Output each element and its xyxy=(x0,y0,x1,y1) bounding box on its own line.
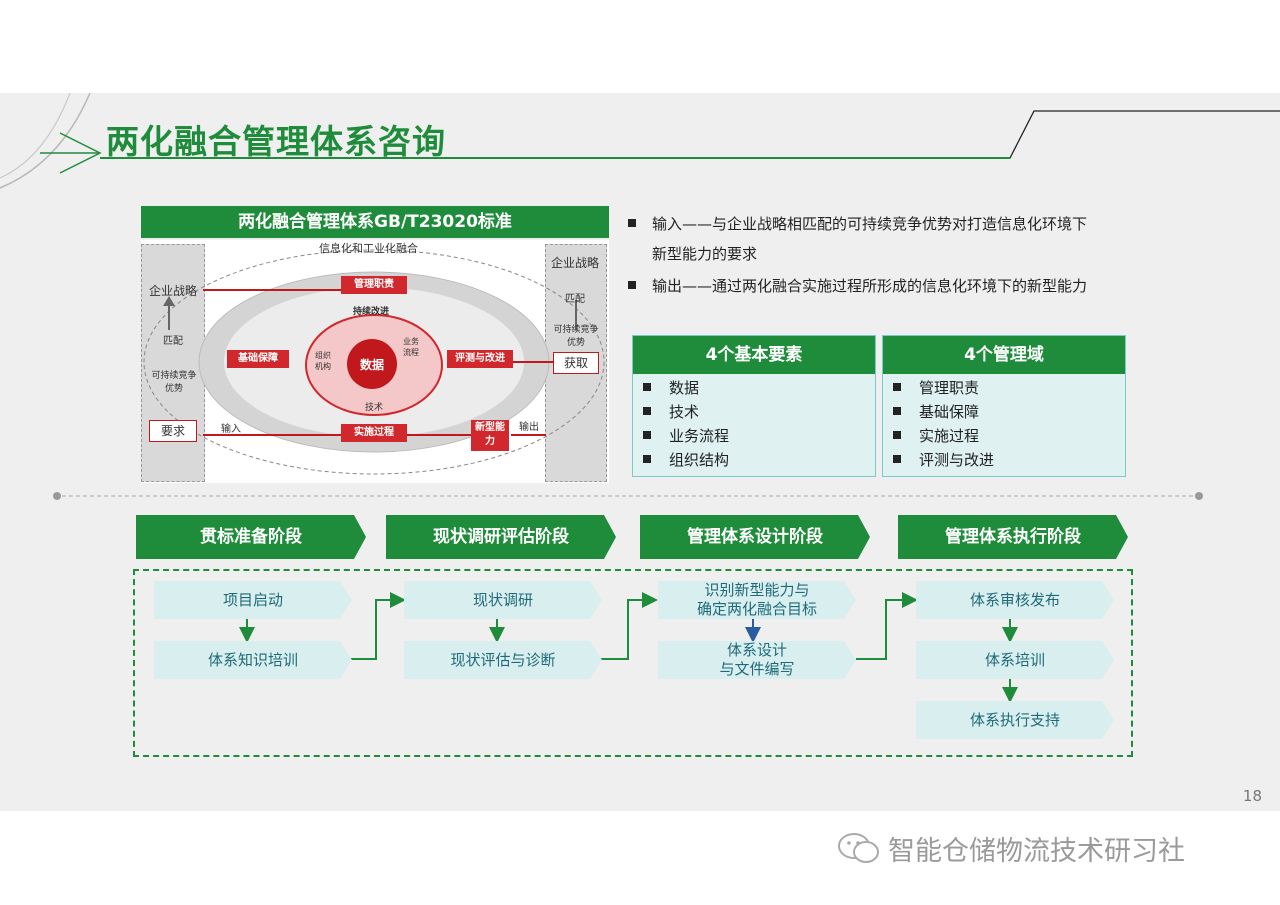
element-item: 组织结构 xyxy=(633,448,875,472)
step-execution-support: 体系执行支持 xyxy=(916,701,1114,739)
page-number: 18 xyxy=(1242,787,1262,805)
step-knowledge-training: 体系知识培训 xyxy=(154,641,352,679)
element-item: 业务流程 xyxy=(633,424,875,448)
process-container xyxy=(133,569,1133,757)
process-connectors xyxy=(239,592,1018,703)
diagram-output-label: 输出 xyxy=(519,422,539,433)
step-assessment-diagnosis: 现状评估与诊断 xyxy=(404,641,602,679)
step-system-training: 体系培训 xyxy=(916,641,1114,679)
diagram-ring-right: 业务流程 xyxy=(403,337,419,357)
phase-design: 管理体系设计阶段 xyxy=(640,515,870,559)
diagram-left-top: 企业战略 xyxy=(149,284,198,298)
step-survey: 现状调研 xyxy=(404,581,602,619)
diagram-ring-bottom: 技术 xyxy=(365,403,384,413)
watermark: 智能仓储物流技术研习社 xyxy=(836,828,1185,868)
domains-box: 4个管理域 管理职责 基础保障 实施过程 评测与改进 xyxy=(882,335,1126,477)
diagram-left-mid: 匹配 xyxy=(163,336,183,347)
step-identify-capability: 识别新型能力与 确定两化融合目标 xyxy=(658,581,856,619)
elements-box-header: 4个基本要素 xyxy=(633,336,875,374)
section-divider xyxy=(53,492,1203,500)
page-title: 两化融合管理体系咨询 xyxy=(106,122,446,161)
diagram-node-right: 评测与改进 xyxy=(447,350,513,368)
elements-box: 4个基本要素 数据 技术 业务流程 组织结构 xyxy=(632,335,876,477)
element-item: 技术 xyxy=(633,400,875,424)
domain-item: 实施过程 xyxy=(883,424,1125,448)
phase-execution: 管理体系执行阶段 xyxy=(898,515,1128,559)
diagram-center: 数据 xyxy=(359,358,384,372)
element-item: 数据 xyxy=(633,376,875,400)
domain-item: 管理职责 xyxy=(883,376,1125,400)
bullet-input-line1: 输入——与企业战略相匹配的可持续竞争优势对打造信息化环境下 xyxy=(652,215,1088,233)
diagram-right-bottom: 可持续竞争优势 xyxy=(553,325,599,348)
decorative-curves xyxy=(0,93,102,189)
slide: 两化融合管理体系咨询 两化融合管理体系GB/T23020标准 信息化和工业化融合… xyxy=(0,93,1280,811)
diagram-input-label: 输入 xyxy=(221,424,241,435)
domains-box-header: 4个管理域 xyxy=(883,336,1125,374)
domain-item: 基础保障 xyxy=(883,400,1125,424)
diagram-node-output: 新型能力 xyxy=(471,420,509,451)
title-underline xyxy=(100,110,1280,159)
step-audit-release: 体系审核发布 xyxy=(916,581,1114,619)
diagram-node-bottom: 实施过程 xyxy=(341,424,407,442)
diagram-right-top: 企业战略 xyxy=(551,256,600,270)
diagram-top-label: 信息化和工业化融合 xyxy=(319,242,418,255)
phase-prep: 贯标准备阶段 xyxy=(136,515,366,559)
bullet-input-line2: 新型能力的要求 xyxy=(652,245,758,263)
diagram-right-mid: 匹配 xyxy=(565,294,585,305)
diagram-ring-left: 组织机构 xyxy=(315,351,331,371)
watermark-text: 智能仓储物流技术研习社 xyxy=(888,835,1185,867)
diagram-right-box: 获取 xyxy=(553,352,599,374)
diagram-left-box: 要求 xyxy=(149,420,197,442)
diagram-node-left: 基础保障 xyxy=(227,350,289,368)
domain-item: 评测与改进 xyxy=(883,448,1125,472)
bullet-output: 输出——通过两化融合实施过程所形成的信息化环境下的新型能力 xyxy=(628,271,1087,301)
phase-assessment: 现状调研评估阶段 xyxy=(386,515,616,559)
diagram-node-top: 管理职责 xyxy=(341,276,407,294)
wechat-icon xyxy=(838,833,879,863)
bullet-output-line1: 输出——通过两化融合实施过程所形成的信息化环境下的新型能力 xyxy=(652,277,1088,295)
step-system-design: 体系设计 与文件编写 xyxy=(658,641,856,679)
standard-header: 两化融合管理体系GB/T23020标准 xyxy=(141,206,609,238)
step-project-kickoff: 项目启动 xyxy=(154,581,352,619)
standard-diagram: 信息化和工业化融合 企业战略 匹配 可持续竞争优势 要求 企业战略 匹配 可持续… xyxy=(141,240,609,483)
diagram-left-bottom: 可持续竞争优势 xyxy=(151,371,197,394)
bullet-input: 输入——与企业战略相匹配的可持续竞争优势对打造信息化环境下 新型能力的要求 xyxy=(628,209,1087,269)
diagram-ring-top: 持续改进 xyxy=(353,307,390,317)
